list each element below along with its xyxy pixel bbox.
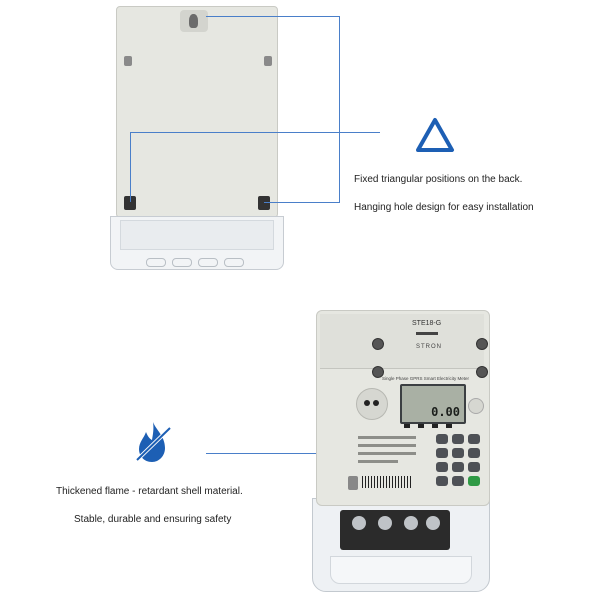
- meter-model-label: STE18-G: [412, 320, 442, 327]
- optical-port: [356, 388, 388, 420]
- leader-line: [130, 132, 131, 202]
- lcd-display: 0.00: [400, 384, 466, 424]
- back-caption-2: Hanging hole design for easy installatio…: [354, 202, 534, 213]
- hanging-hole: [180, 10, 208, 32]
- leader-line: [130, 132, 380, 133]
- leader-line: [264, 202, 340, 203]
- barcode: [362, 476, 412, 488]
- lcd-reading: 0.00: [431, 405, 460, 419]
- meter-product-line: Single Phase GPRS Smart Electricity Mete…: [382, 376, 470, 381]
- meter-front-image: STE18-G STRON Single Phase GPRS Smart El…: [300, 310, 500, 596]
- meter-back-image: [110, 6, 284, 270]
- leader-line: [339, 16, 340, 202]
- triangle-outline-icon: [414, 116, 456, 154]
- flame-slash-icon: [132, 420, 174, 464]
- meter-brand-label: STRON: [416, 344, 442, 350]
- leader-line: [206, 16, 340, 17]
- back-caption-1: Fixed triangular positions on the back.: [354, 174, 523, 185]
- front-caption-2: Stable, durable and ensuring safety: [74, 514, 232, 525]
- leader-line: [206, 453, 334, 454]
- front-caption-1: Thickened flame - retardant shell materi…: [56, 486, 243, 497]
